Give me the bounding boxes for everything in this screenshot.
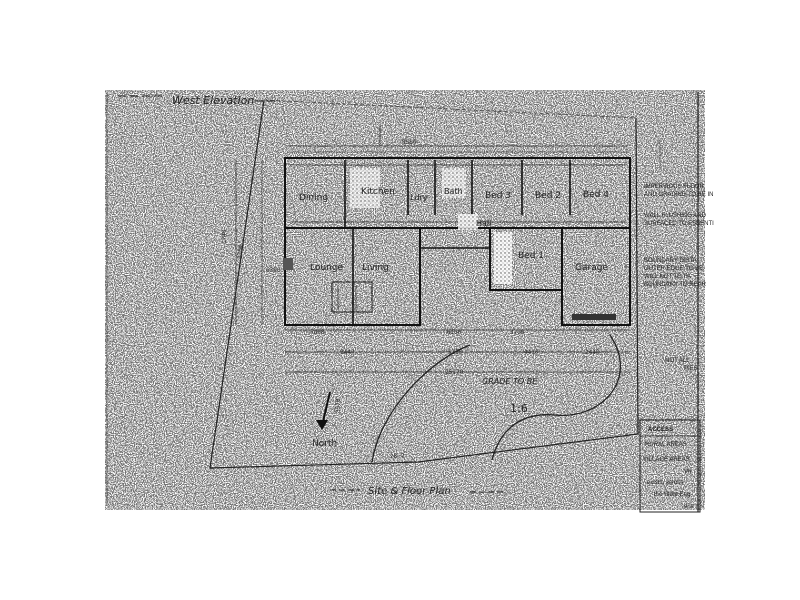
interior-walls: [344, 160, 571, 325]
access-exists: exists, across: [647, 480, 683, 486]
dim-front: 28.7: [390, 453, 405, 460]
dim-rear: 3570: [335, 398, 342, 413]
dim-left-b: 1700: [237, 244, 244, 259]
right-notes: IMPERVIOUS FLOOR AND GRADING TO BE IN WA…: [644, 184, 714, 372]
dim-lower-b: 6150: [447, 329, 462, 336]
room-living: Living: [362, 263, 389, 273]
top-dimensions: 9580: [287, 124, 628, 153]
access-vh: Vh: [684, 469, 691, 475]
room-bed3: Bed 3: [485, 191, 511, 201]
fixtures: [283, 168, 616, 320]
room-lounge: Lounge: [310, 263, 343, 273]
driveway: [371, 334, 622, 463]
dim-lower-c: 3700: [510, 329, 525, 336]
room-dining: Dining: [299, 193, 328, 203]
site-floor-plan-label: Site & Floor Plan: [368, 486, 451, 497]
room-bath: Bath: [444, 187, 463, 196]
room-kitchen: Kitchen: [361, 187, 395, 197]
bottom-dimensions: 5800 6150 3700 9440 5150 4410 2440 25170…: [285, 329, 630, 460]
dim-overall-bottom: 25170: [445, 369, 463, 376]
note-not-all: NOT ALL: [665, 358, 690, 364]
room-laundry: Ldry: [410, 193, 428, 202]
room-bed4: Bed 4: [583, 190, 609, 200]
note-wall-flushing-2: SURFACED TO ESSENTI: [644, 221, 714, 227]
room-bed2: Bed 2: [535, 191, 561, 201]
dim-bottom-c: 4410: [524, 349, 539, 356]
site-boundary: [209, 99, 639, 469]
grade-label: GRADE TO BE: [482, 377, 538, 386]
note-boundary-3: WILL NOT TO FA: [644, 274, 691, 280]
access-rural: RURAL AREAS: [645, 442, 687, 448]
dim-bottom-a: 9440: [340, 349, 355, 356]
grade-ratio: 1:6: [510, 402, 528, 415]
site-boundary-top: [263, 99, 637, 119]
north-arrow: North: [312, 391, 337, 449]
note-boundary-4: BOUNDARY TO REAR: [644, 282, 707, 288]
room-hall: Hall: [476, 219, 491, 228]
dim-left-c: 6300: [266, 267, 281, 274]
site-floor-plan-title: Site & Floor Plan: [330, 486, 505, 497]
west-elevation-header: West Elevation: [118, 94, 280, 107]
room-labels: Dining Kitchen Ldry Bath Bed 3 Bed 2 Bed…: [299, 187, 609, 273]
room-garage: Garage: [575, 263, 608, 273]
access-box: ACCESS RURAL AREAS VILLAGE AREAS Vh exis…: [639, 419, 701, 513]
dim-bottom-b: 5150: [448, 349, 463, 356]
dim-lower-a: 5800: [310, 329, 325, 336]
note-boundary-2: OUTER EDGE TO BE: [644, 266, 703, 272]
room-bed1: Bed 1: [518, 251, 544, 261]
note-impervious-2: AND GRADING TO BE IN: [644, 192, 713, 198]
note-not-all-2: PIES: [684, 366, 698, 372]
dim-left-a: 1740: [221, 229, 228, 244]
access-title: ACCESS: [648, 427, 673, 433]
note-wall-flushing: WALL FLUSHING AND: [644, 213, 707, 219]
north-label: North: [312, 439, 337, 449]
photocopy-noise: [105, 90, 705, 510]
access-village: VILLAGE AREAS: [643, 457, 690, 463]
access-ens: ens: [684, 504, 694, 510]
west-elevation-label: West Elevation: [172, 94, 254, 107]
access-shire: the Shire Eng: [654, 492, 690, 498]
note-impervious: IMPERVIOUS FLOOR: [644, 184, 705, 190]
left-dimensions: 1740 1700 6300: [221, 160, 281, 325]
note-boundary: BOUNDARY DISTA: [644, 258, 697, 264]
dim-overall-top: 9580: [402, 139, 417, 146]
dim-bottom-d: 2440: [585, 349, 600, 356]
